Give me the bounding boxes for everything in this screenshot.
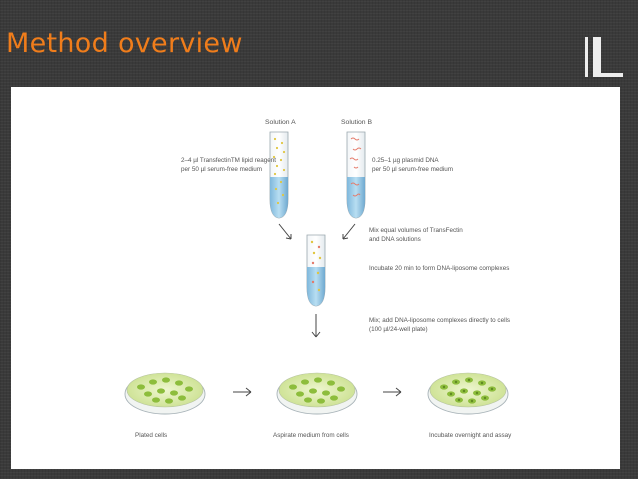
solution-b-desc-line1: 0.25–1 µg plasmid DNA: [372, 157, 439, 164]
arrow-dish1-to-dish2: [233, 387, 252, 397]
arrow-down: [311, 314, 321, 338]
dna-strands: [349, 137, 362, 197]
dna-liposome-complexes: [310, 240, 322, 292]
arrow-a-to-mix: [278, 223, 292, 240]
dish-aspirate: Aspirate medium from cells: [273, 372, 358, 439]
mix-tube-group: Mix equal volumes of TransFectin and DNA…: [306, 227, 509, 307]
mix-tube-liquid: [307, 267, 325, 306]
arrow-b-to-mix: [342, 223, 356, 240]
dish-aspirate-label: Aspirate medium from cells: [273, 432, 349, 439]
dish-plated-cells: Plated cells: [124, 372, 206, 439]
arrow-dish2-to-dish3: [383, 387, 402, 397]
cells: [137, 377, 193, 404]
solution-b-label: Solution B: [341, 119, 372, 126]
merge-arrows: [278, 223, 356, 240]
accent-thick-bar: [593, 37, 601, 77]
solution-a-desc-line1: 2–4 µl TransfectinTM lipid reagent: [181, 157, 276, 164]
solution-b-desc-line2: per 50 µl serum-free medium: [372, 166, 453, 173]
dish-plated-label: Plated cells: [135, 432, 167, 439]
title-accent-bars: [585, 37, 623, 77]
solution-a-desc-line2: per 50 µl serum-free medium: [181, 166, 262, 173]
step-mix-line1: Mix equal volumes of TransFectin: [369, 227, 463, 234]
dish-incubate-label: Incubate overnight and assay: [429, 432, 512, 439]
step-add-line2: (100 µl/24-well plate): [369, 326, 428, 333]
accent-thin-bar: [585, 37, 588, 77]
solution-a-liquid: [270, 177, 288, 218]
step-incubate: Incubate 20 min to form DNA-liposome com…: [369, 265, 509, 272]
step-mix-line2: and DNA solutions: [369, 236, 421, 243]
dish-incubate: Incubate overnight and assay: [427, 372, 512, 439]
solution-b-liquid: [347, 177, 365, 218]
accent-foot-bar: [593, 73, 623, 77]
diagram-panel: Solution A 2–4 µl TransfectinTM lipid re…: [11, 87, 620, 469]
solution-b-group: Solution B 0.25–1 µg plasmid DNA per 50 …: [341, 119, 453, 219]
transfection-diagram: Solution A 2–4 µl TransfectinTM lipid re…: [124, 119, 512, 439]
slide-title: Method overview: [6, 28, 243, 59]
solution-a-label: Solution A: [265, 119, 296, 126]
cells: [289, 377, 345, 404]
transfected-cells: [440, 377, 496, 404]
step-add-line1: Mix; add DNA-liposome complexes directly…: [369, 317, 510, 324]
solution-a-group: Solution A 2–4 µl TransfectinTM lipid re…: [181, 119, 296, 219]
lipid-particles: [272, 137, 286, 205]
